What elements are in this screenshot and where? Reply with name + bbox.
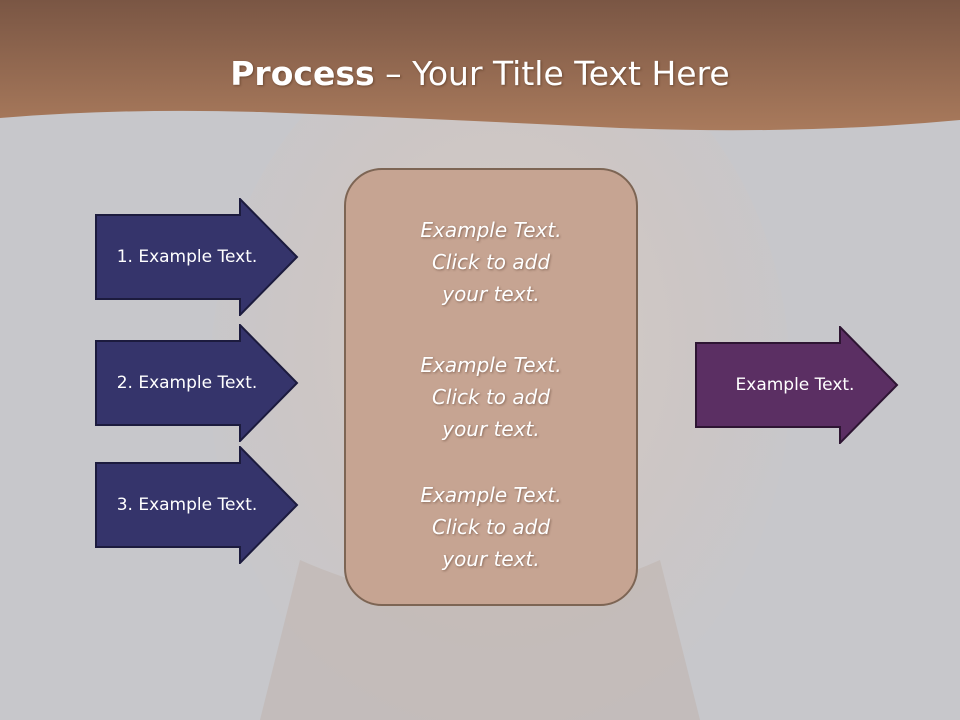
output-arrow-label: Example Text. <box>735 375 855 395</box>
panel-text-2[interactable]: Example Text. Click to add your text. <box>346 349 636 445</box>
page-title: Process – Your Title Text Here <box>0 52 960 96</box>
panel-line: Example Text. <box>420 218 562 242</box>
title-bold: Process <box>230 54 375 93</box>
input-arrow-label: 2. Example Text. <box>116 373 258 393</box>
panel-line: Example Text. <box>420 353 562 377</box>
input-arrow-3[interactable]: 3. Example Text. <box>95 446 299 564</box>
panel-line: your text. <box>442 547 540 571</box>
title-rest: – Your Title Text Here <box>374 54 730 93</box>
panel-line: Example Text. <box>420 483 562 507</box>
input-arrow-2[interactable]: 2. Example Text. <box>95 324 299 442</box>
panel-line: Click to add <box>431 515 551 539</box>
input-arrow-label: 3. Example Text. <box>116 495 258 515</box>
output-arrow[interactable]: Example Text. <box>695 326 899 444</box>
panel-line: your text. <box>442 282 540 306</box>
panel-line: your text. <box>442 417 540 441</box>
process-panel[interactable]: Example Text. Click to add your text. Ex… <box>344 168 638 606</box>
input-arrow-label: 1. Example Text. <box>116 247 258 267</box>
header-band <box>0 0 960 131</box>
panel-line: Click to add <box>431 250 551 274</box>
panel-text-3[interactable]: Example Text. Click to add your text. <box>346 479 636 575</box>
input-arrow-1[interactable]: 1. Example Text. <box>95 198 299 316</box>
panel-line: Click to add <box>431 385 551 409</box>
panel-text-1[interactable]: Example Text. Click to add your text. <box>346 214 636 310</box>
